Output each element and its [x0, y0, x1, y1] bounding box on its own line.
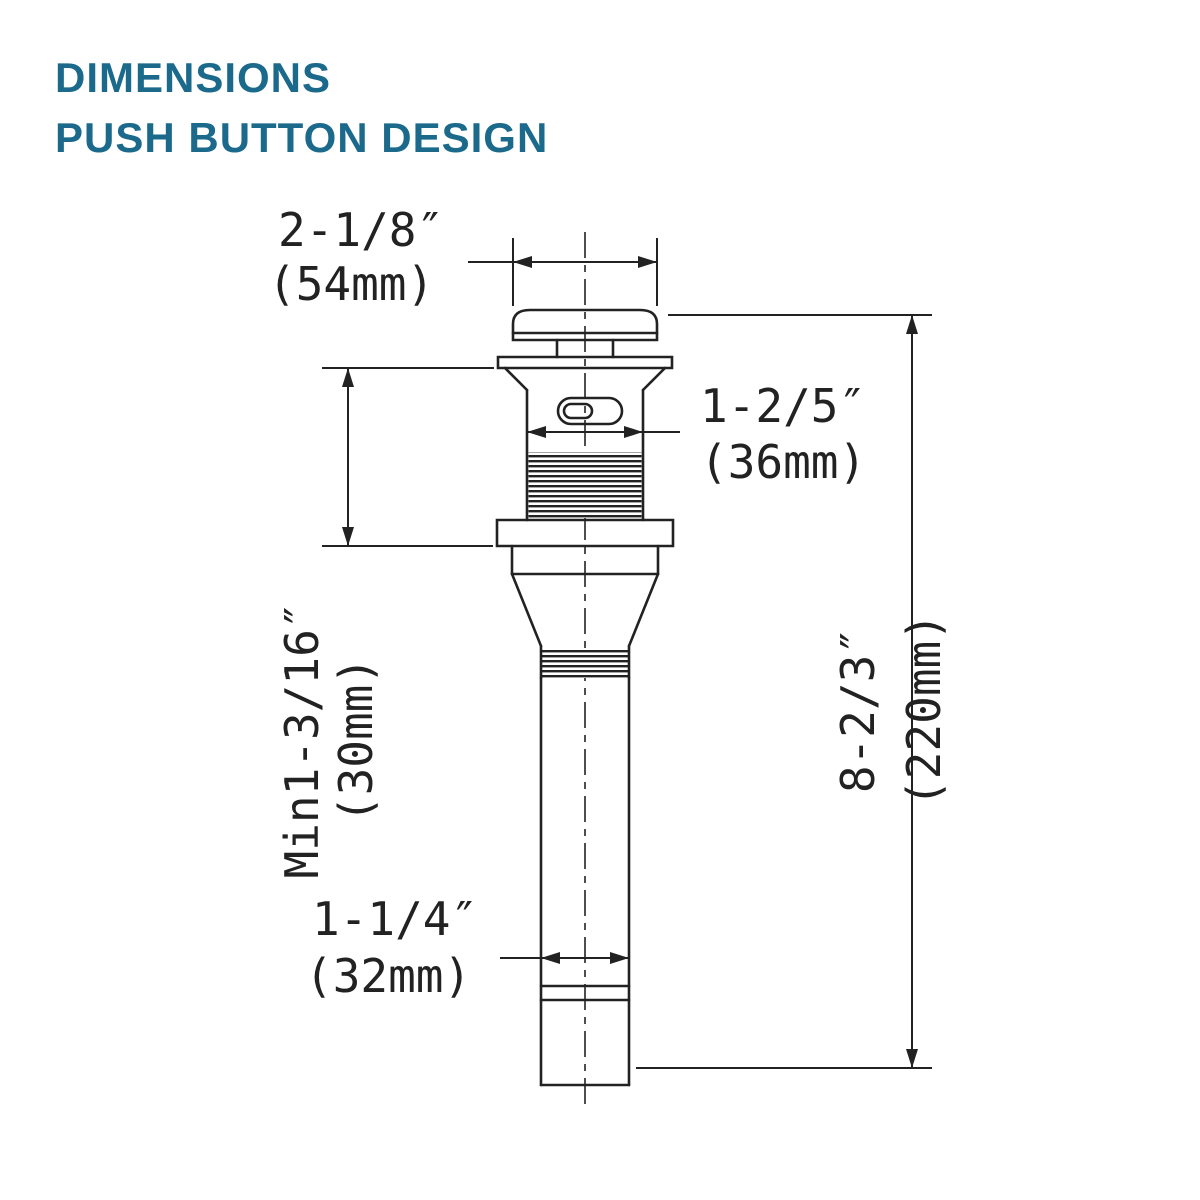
dim-body-width-metric: (36mm)	[700, 435, 866, 489]
overflow-slot-inner	[562, 402, 594, 420]
arrowhead	[906, 1049, 918, 1068]
flange-taper	[503, 366, 529, 392]
dimension-cap-width: 2-1/8″ (54mm)	[268, 203, 658, 311]
dim-cap-width-metric: (54mm)	[268, 257, 434, 311]
collar	[495, 518, 675, 548]
dim-body-width-value: 1-2/5″	[700, 379, 866, 433]
page-subtitle: PUSH BUTTON DESIGN	[55, 113, 549, 161]
arrowhead	[513, 256, 532, 268]
dim-upper-height-value: Min1-3/16″	[275, 602, 329, 879]
arrowhead	[342, 527, 354, 546]
arrowhead	[527, 426, 546, 438]
dimension-total-height: 8-2/3″ (220mm)	[636, 314, 951, 1069]
arrowhead	[624, 426, 643, 438]
arrowhead	[610, 952, 629, 964]
dimension-tail-width: 1-1/4″ (32mm)	[305, 892, 629, 1003]
locknut-taper	[510, 572, 543, 648]
locknut-taper	[627, 572, 660, 648]
upper-threads	[528, 452, 642, 518]
lower-threads	[542, 648, 628, 678]
dim-tail-width-metric: (32mm)	[305, 949, 471, 1003]
dimension-body-width: 1-2/5″ (36mm)	[527, 379, 866, 489]
push-button-cap	[511, 308, 659, 342]
arrowhead	[541, 952, 560, 964]
dim-total-height-metric: (220mm)	[897, 613, 951, 807]
flange-taper	[641, 366, 667, 392]
dimension-upper-height: Min1-3/16″ (30mm)	[275, 367, 494, 879]
dim-tail-width-value: 1-1/4″	[312, 892, 478, 946]
top-flange	[496, 355, 674, 370]
dim-upper-height-metric: (30mm)	[329, 657, 383, 823]
drain-drawing	[495, 308, 675, 1087]
arrowhead	[342, 368, 354, 387]
page-title: DIMENSIONS	[55, 54, 332, 101]
arrowhead	[638, 256, 657, 268]
dim-total-height-value: 8-2/3″	[831, 627, 885, 793]
title-block: DIMENSIONS PUSH BUTTON DESIGN	[55, 48, 548, 167]
dim-cap-width-value: 2-1/8″	[278, 203, 444, 257]
overflow-slot	[556, 396, 624, 426]
arrowhead	[906, 315, 918, 334]
